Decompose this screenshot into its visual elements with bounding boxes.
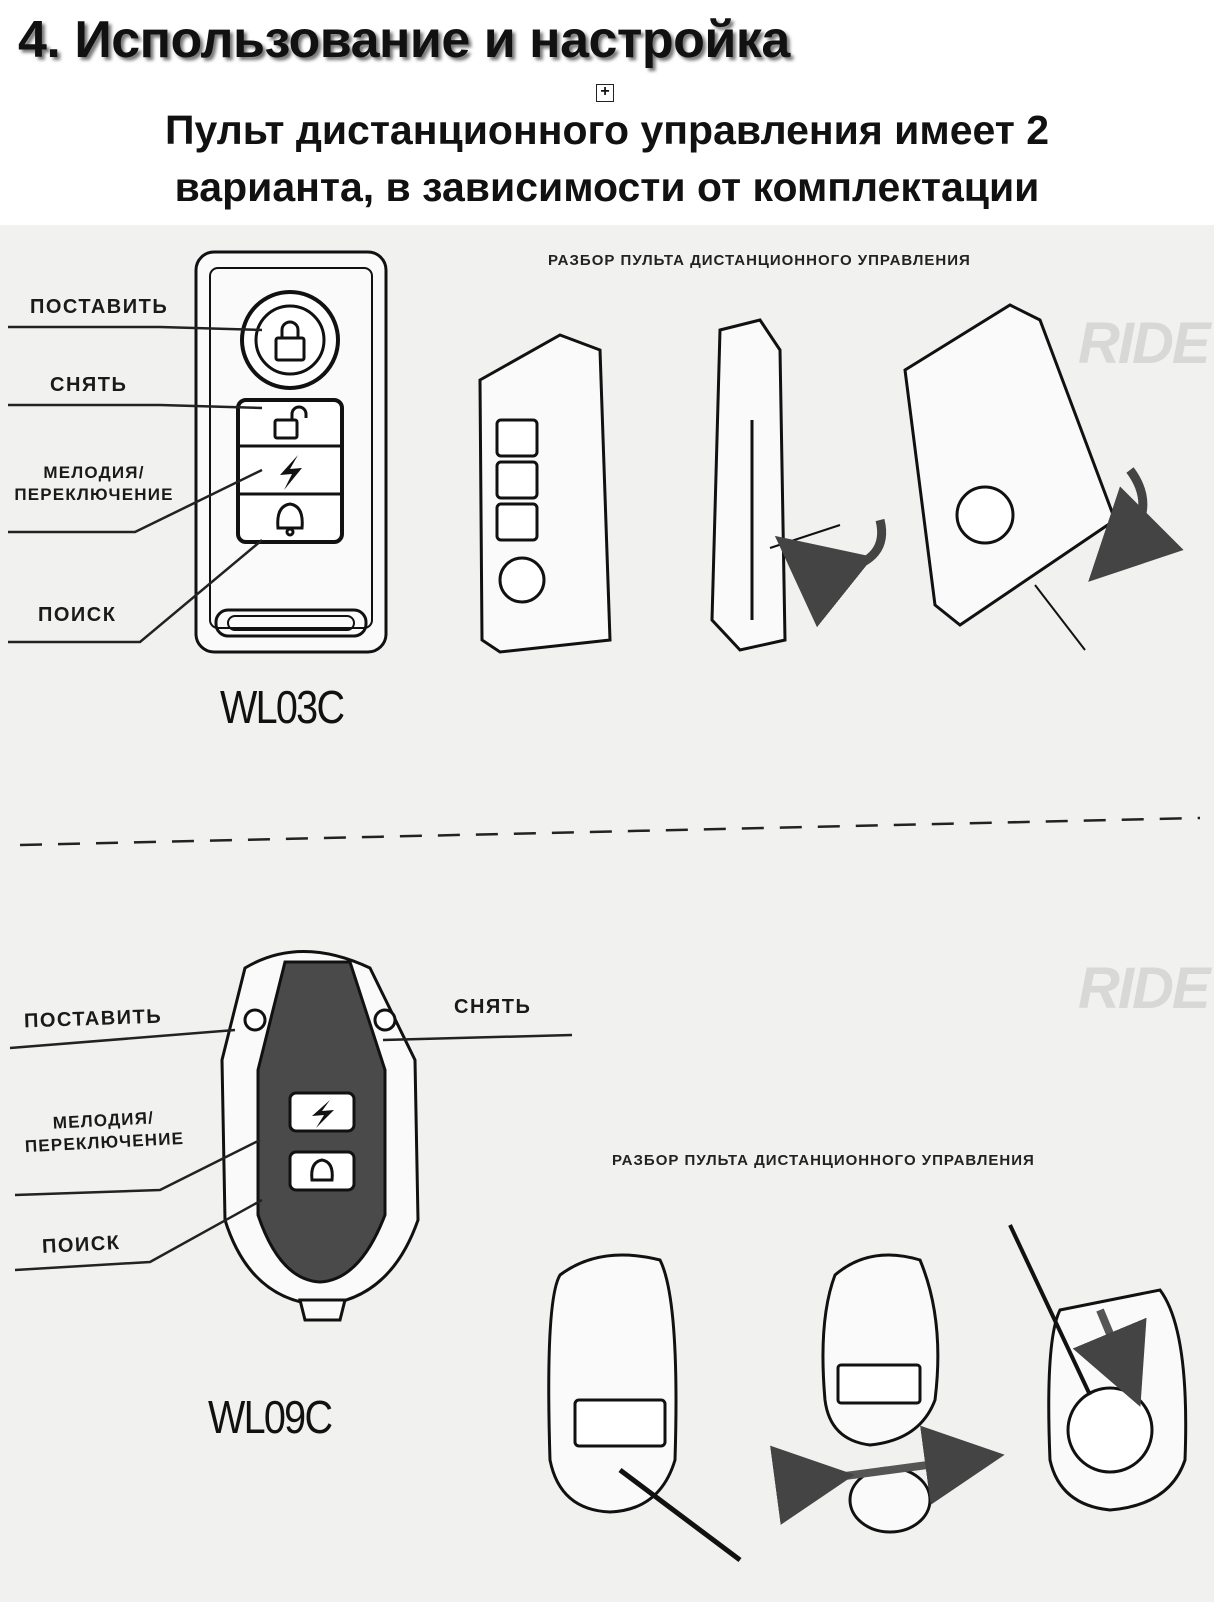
- arrow-icon: [1072, 1308, 1147, 1407]
- wl03c-leader-lines: [8, 325, 263, 644]
- wl03c-heading: РАЗБОР ПУЛЬТА ДИСТАНЦИОННОГО УПРАВЛЕНИЯ: [548, 252, 971, 269]
- wl09c-model-name: WL09C: [208, 1391, 333, 1443]
- lock-closed-icon: [274, 320, 306, 362]
- wl03c-label-melody: МЕЛОДИЯ/ ПЕРЕКЛЮЧЕНИЕ: [8, 462, 180, 506]
- wl09c-disassembly-step2: [821, 1253, 940, 1534]
- bell-icon: [310, 1158, 334, 1182]
- wl09c-label-arm: ПОСТАВИТЬ: [23, 1005, 163, 1033]
- watermark-logo: RIDE: [1078, 311, 1211, 376]
- wl09c-disassembly-step3: [1008, 1224, 1188, 1512]
- wl03c-disassembly-step2: [710, 318, 841, 652]
- arrow-icon: [1088, 467, 1184, 582]
- wl09c-label-search: ПОИСК: [41, 1231, 121, 1259]
- wl09c-heading: РАЗБОР ПУЛЬТА ДИСТАНЦИОННОГО УПРАВЛЕНИЯ: [612, 1152, 1035, 1169]
- wl03c-front-view: [194, 250, 388, 654]
- wl03c-label-disarm: СНЯТЬ: [50, 374, 128, 396]
- arrow-icon: [770, 1425, 1005, 1525]
- wl09c-leader-lines: [9, 1028, 573, 1272]
- wl09c-disassembly-step1: [547, 1253, 742, 1562]
- plus-square-icon[interactable]: +: [596, 84, 614, 102]
- page-header: 4. Использование и настройка + Пульт дис…: [0, 0, 1214, 225]
- wl03c-label-melody-line1: МЕЛОДИЯ/: [43, 463, 145, 482]
- wl09c-label-melody: МЕЛОДИЯ/ ПЕРЕКЛЮЧЕНИЕ: [17, 1106, 191, 1159]
- wl03c-label-melody-line2: ПЕРЕКЛЮЧЕНИЕ: [14, 485, 174, 504]
- page-title: 4. Использование и настройка: [18, 11, 790, 69]
- wl09c-label-disarm: СНЯТЬ: [454, 996, 532, 1018]
- wl03c-disassembly-step3: [903, 303, 1117, 651]
- arrow-icon: [774, 518, 887, 628]
- page-subtitle: Пульт дистанционного управления имеет 2 …: [164, 107, 1050, 210]
- wl03c-label-search: ПОИСК: [38, 604, 117, 626]
- wl03c-disassembly-step1: [478, 333, 612, 654]
- section-divider: [19, 816, 1201, 847]
- watermark-logo: RIDE: [1078, 956, 1211, 1021]
- wl03c-model-name: WL03C: [220, 681, 345, 733]
- wl09c-front-view: [220, 950, 420, 1322]
- wl03c-label-arm: ПОСТАВИТЬ: [30, 296, 169, 318]
- lightning-icon: [312, 1100, 334, 1128]
- lightning-icon: [280, 455, 302, 490]
- bell-icon: [276, 502, 304, 537]
- lock-open-icon: [273, 405, 308, 440]
